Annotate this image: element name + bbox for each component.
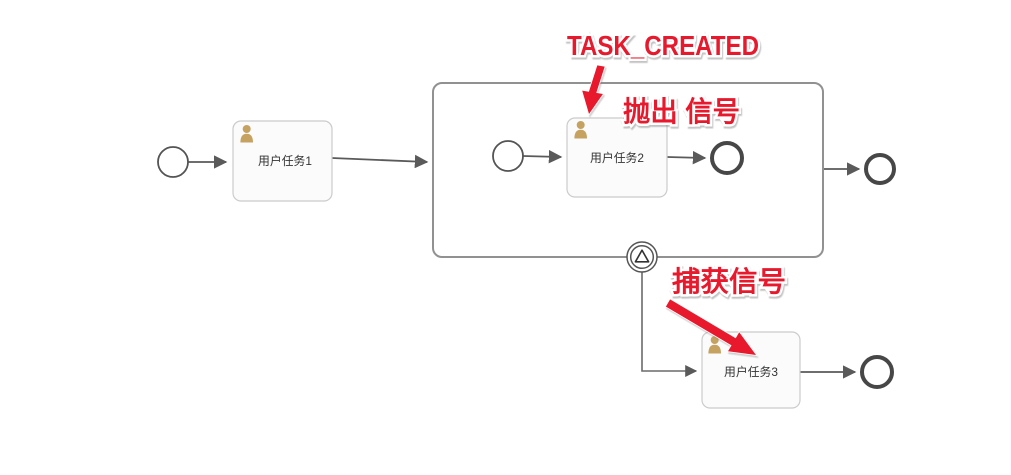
start-event-1 — [157, 146, 189, 178]
user-icon — [574, 121, 587, 139]
flow-start2-to-task2 — [522, 149, 563, 164]
end-event-inner — [710, 141, 744, 175]
user-task-2: 用户任务2 — [566, 117, 668, 198]
annotation-catch-signal: 捕获信号 — [672, 266, 786, 297]
red-arrow-down-icon — [581, 64, 606, 116]
signal-boundary-event — [626, 241, 658, 273]
task-label: 用户任务1 — [258, 153, 312, 168]
end-event-main — [864, 153, 896, 185]
user-icon — [708, 336, 721, 354]
signal-triangle-icon — [634, 249, 650, 263]
flow-task2-to-end2 — [666, 150, 707, 165]
task-label: 用户任务2 — [590, 150, 644, 165]
start-event-2 — [492, 140, 524, 172]
annotation-throw-signal: 抛出 信号 — [623, 96, 740, 127]
user-icon — [240, 125, 253, 143]
user-task-3: 用户任务3 — [701, 331, 801, 409]
flow-boundary-to-task3 — [641, 272, 698, 377]
user-task-1: 用户任务1 — [232, 120, 333, 202]
annotation-task-created: TASK_CREATED — [567, 30, 759, 61]
red-arrow-diagonal-icon — [664, 298, 758, 357]
task-label: 用户任务3 — [724, 364, 778, 379]
end-event-task3 — [860, 355, 894, 389]
flow-task1-to-subprocess — [331, 154, 429, 169]
